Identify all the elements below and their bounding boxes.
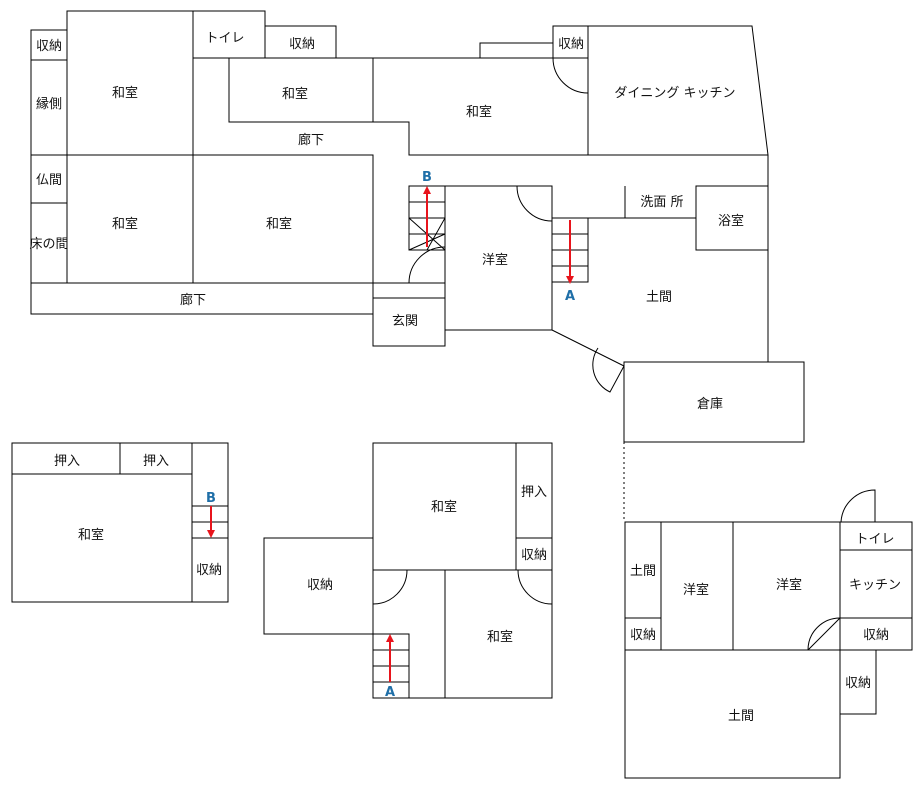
label-butsuma: 仏間 <box>36 173 62 188</box>
room-doma-small <box>624 521 662 619</box>
doma-diagonal-wall <box>551 329 625 367</box>
room-toilet-annex <box>839 521 913 551</box>
room-shuno-left <box>263 537 374 635</box>
door-youshitsu-2 <box>807 617 841 651</box>
marker-a-floor2: A <box>385 685 395 700</box>
label-oshiire-mid: 押入 <box>521 485 547 500</box>
label-doma-big: 土間 <box>728 709 754 724</box>
door-youshitsu <box>516 185 553 222</box>
door-annex-top <box>840 489 876 523</box>
label-engawa: 縁側 <box>36 96 62 112</box>
room-oshiire-1 <box>11 442 121 475</box>
label-yokushitsu: 浴室 <box>718 213 744 229</box>
room-yokushitsu <box>695 185 769 251</box>
label-washitsu-c: 和室 <box>266 216 292 232</box>
wall-notch <box>479 42 553 58</box>
room-washitsu-bottom <box>444 569 553 699</box>
label-youshitsu-1: 洋室 <box>683 582 709 598</box>
label-shuno-topleft: 収納 <box>36 39 62 54</box>
label-washitsu-b: 和室 <box>112 216 138 232</box>
label-shuno-annex-2: 収納 <box>863 628 889 643</box>
room-engawa <box>30 59 68 156</box>
label-washitsu-d: 和室 <box>282 86 308 102</box>
room-doma-big <box>624 649 841 779</box>
marker-a-main: A <box>565 289 575 304</box>
annex: トイレ 土間 洋室 洋室 キッチン 収納 収納 収納 土間 <box>624 489 913 779</box>
marker-b-floor2: B <box>206 491 216 506</box>
room-kitchen <box>839 549 913 619</box>
label-tokonoma: 床の間 <box>29 237 68 252</box>
floor2-left: 押入 押入 和室 収納 B <box>11 442 229 603</box>
hallway-upper-wall <box>192 58 373 156</box>
label-washitsu-f2: 和室 <box>78 527 104 543</box>
room-washitsu-d <box>228 57 374 123</box>
room-washitsu-top <box>372 442 517 571</box>
room-youshitsu-main <box>444 185 553 331</box>
door-stair-b <box>408 246 446 284</box>
room-shuno-annex-3 <box>839 649 877 715</box>
label-genkan: 玄関 <box>392 314 418 329</box>
room-toilet-top <box>192 10 266 59</box>
room-shuno-annex-2 <box>839 617 913 651</box>
room-oshiire-2 <box>119 442 193 475</box>
room-shuno-dk <box>552 25 589 59</box>
label-senmenjo: 洗面 所 <box>640 195 683 210</box>
label-toilet-annex: トイレ <box>855 532 894 547</box>
label-washitsu-top: 和室 <box>431 499 457 515</box>
door-doma <box>592 347 625 393</box>
floor2-middle: 和室 押入 収納 収納 和室 A <box>263 442 553 700</box>
room-washitsu-c <box>192 154 374 284</box>
room-genkan <box>372 297 446 347</box>
label-shuno-small: 収納 <box>521 548 547 563</box>
room-shuno-topleft <box>30 29 68 61</box>
stair-b-winder-3 <box>426 217 446 251</box>
room-souko <box>623 361 805 443</box>
label-toilet-top: トイレ <box>205 31 244 46</box>
room-washitsu-f2 <box>11 473 193 603</box>
label-shuno-dk: 収納 <box>558 37 584 52</box>
label-washitsu-e: 和室 <box>466 104 492 120</box>
label-shuno-left: 収納 <box>307 578 333 593</box>
room-shuno-annex-1 <box>624 617 662 651</box>
door-washitsu-bottom <box>517 569 553 605</box>
hallway-lower <box>30 282 374 315</box>
label-washitsu-a: 和室 <box>112 85 138 101</box>
label-washitsu-bottom: 和室 <box>487 629 513 645</box>
room-washitsu-a <box>66 10 194 156</box>
label-kitchen: キッチン <box>849 578 901 593</box>
main-floor: 収納 縁側 仏間 床の間 和室 和室 和室 和室 和室 トイレ 収納 廊下 廊下… <box>29 10 805 522</box>
label-rouka-lower: 廊下 <box>180 292 206 308</box>
room-washitsu-b <box>66 154 194 284</box>
label-shuno-annex-1: 収納 <box>630 628 656 643</box>
label-youshitsu-main: 洋室 <box>482 252 508 268</box>
label-shuno-top: 収納 <box>289 37 315 52</box>
door-stair-hall <box>372 569 408 605</box>
room-youshitsu-1 <box>660 521 734 651</box>
label-souko: 倉庫 <box>697 397 723 412</box>
label-oshiire-1: 押入 <box>54 454 80 469</box>
label-rouka-upper: 廊下 <box>298 132 324 148</box>
marker-b-main: B <box>422 170 432 185</box>
door-dk <box>552 57 589 94</box>
label-shuno-annex-3: 収納 <box>845 676 871 691</box>
label-shuno-f2: 収納 <box>196 563 222 578</box>
label-youshitsu-2: 洋室 <box>776 577 802 593</box>
label-oshiire-2: 押入 <box>143 454 169 469</box>
label-doma-main: 土間 <box>646 290 672 305</box>
label-doma-small: 土間 <box>630 564 656 579</box>
label-dining-kitchen: ダイニング キッチン <box>614 86 735 101</box>
